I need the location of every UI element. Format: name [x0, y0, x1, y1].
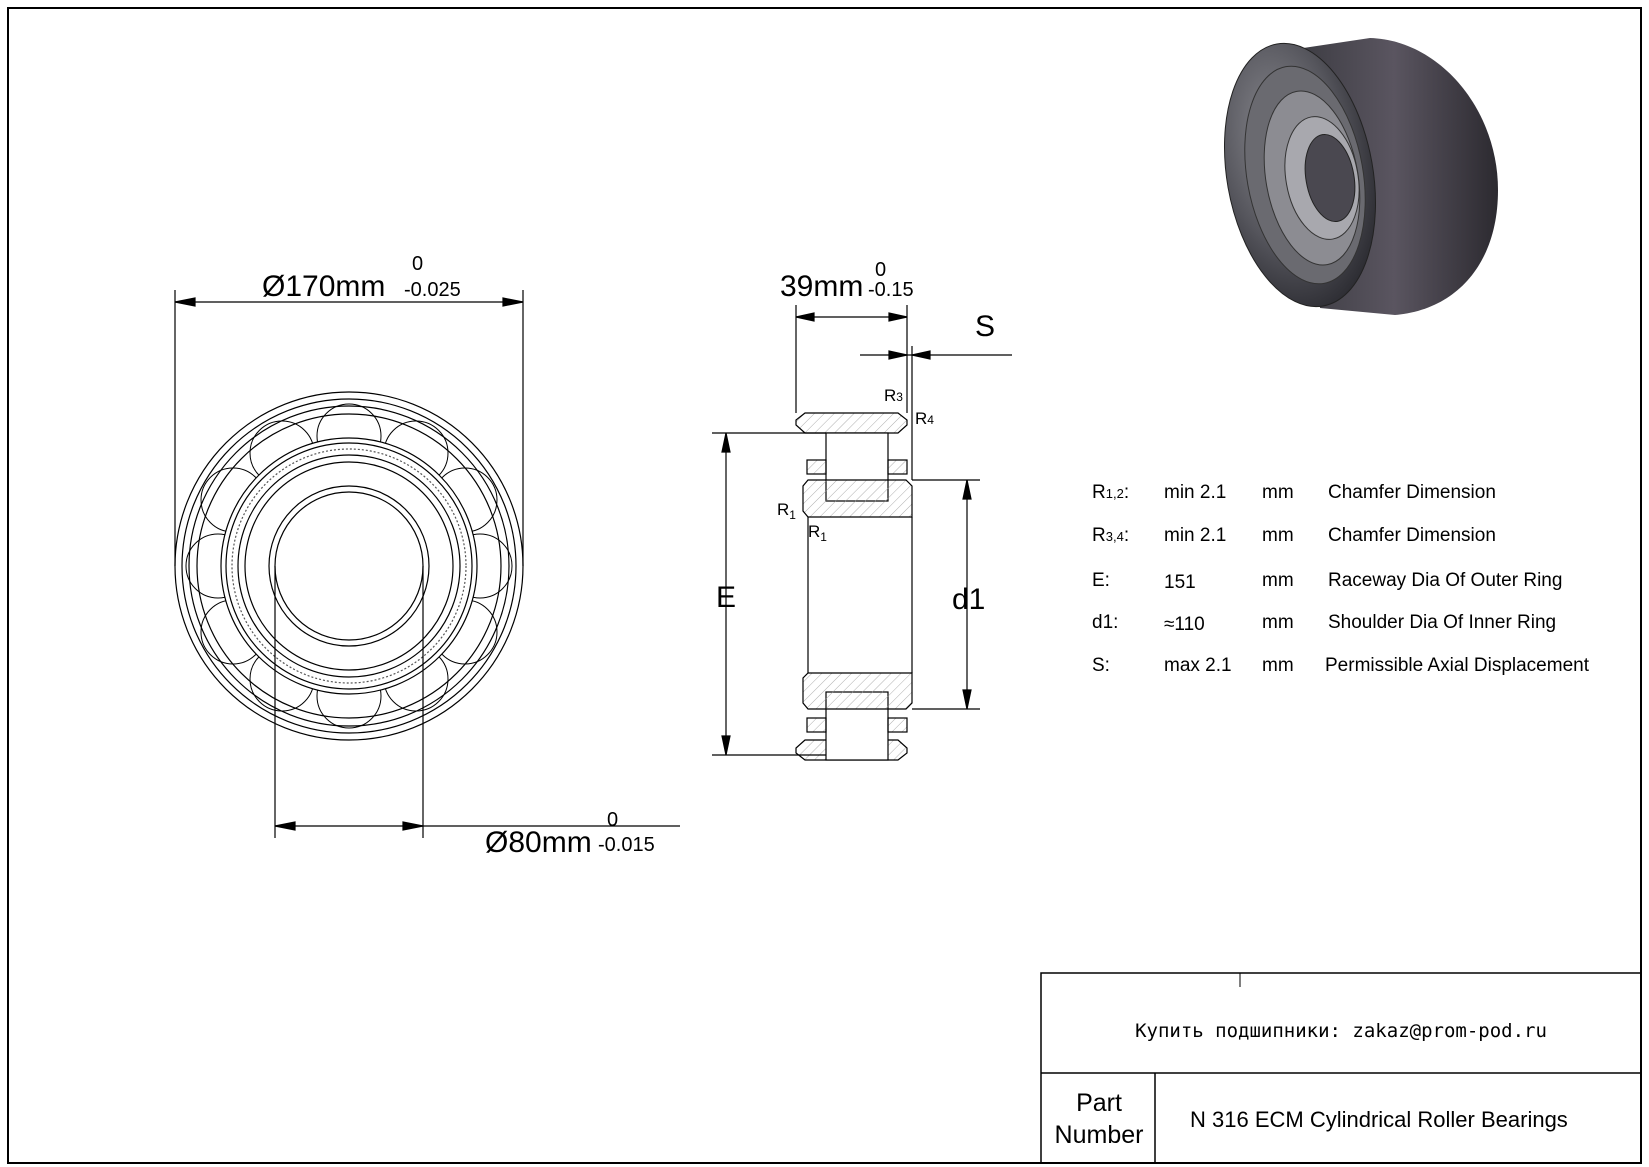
svg-text:Chamfer Dimension: Chamfer Dimension	[1328, 482, 1496, 503]
spec-row: S: max 2.1 mm Permissible Axial Displace…	[1092, 655, 1590, 676]
section-view	[795, 412, 913, 761]
svg-text:min 2.1: min 2.1	[1164, 525, 1226, 546]
width-dimension	[795, 305, 908, 413]
svg-text:mm: mm	[1262, 570, 1294, 591]
s-dimension	[860, 346, 1012, 480]
inner-diameter-value: Ø80mm	[485, 826, 592, 859]
d1-label: d1	[952, 583, 985, 616]
r3-label: R3	[884, 386, 903, 405]
svg-text:E:: E:	[1092, 570, 1110, 591]
spec-row: E: 151 mm Raceway Dia Of Outer Ring	[1092, 570, 1562, 593]
contact-text: Купить подшипники: zakaz@prom-pod.ru	[1135, 1020, 1547, 1042]
svg-text:S:: S:	[1092, 655, 1110, 676]
svg-text:151: 151	[1164, 572, 1196, 593]
part-label-line2: Number	[1055, 1121, 1144, 1149]
title-block	[1040, 972, 1642, 1164]
svg-text:Raceway Dia Of Outer Ring: Raceway Dia Of Outer Ring	[1328, 570, 1562, 591]
svg-text:d1:: d1:	[1092, 612, 1118, 633]
svg-text:min 2.1: min 2.1	[1164, 482, 1226, 503]
svg-text:Chamfer Dimension: Chamfer Dimension	[1328, 525, 1496, 546]
svg-text:R3,4:: R3,4:	[1092, 525, 1129, 546]
spec-row: R1,2: min 2.1 mm Chamfer Dimension	[1092, 482, 1496, 503]
d1-dimension	[912, 479, 980, 710]
width-lower-tol: -0.15	[868, 279, 914, 301]
outer-diameter-lower-tol: -0.025	[404, 279, 461, 301]
r1-label-a: R1	[777, 500, 796, 522]
svg-text:mm: mm	[1262, 482, 1294, 503]
svg-text:mm: mm	[1262, 655, 1294, 676]
width-value: 39mm	[780, 270, 863, 303]
inner-diameter-upper-tol: 0	[607, 809, 618, 831]
svg-text:≈110: ≈110	[1164, 614, 1205, 635]
outer-diameter-dimension	[174, 290, 524, 566]
e-label: E	[716, 581, 736, 614]
drawing-border	[7, 7, 1642, 1164]
svg-text:mm: mm	[1262, 612, 1294, 633]
outer-diameter-upper-tol: 0	[412, 253, 423, 275]
bearing-3d-illustration	[1223, 38, 1498, 315]
svg-text:R1,2:: R1,2:	[1092, 482, 1129, 503]
outer-diameter-value: Ø170mm	[262, 270, 385, 303]
spec-row: R3,4: min 2.1 mm Chamfer Dimension	[1092, 525, 1496, 546]
inner-diameter-dimension	[274, 566, 680, 838]
svg-text:Permissible Axial Displacement: Permissible Axial Displacement	[1325, 655, 1590, 676]
r4-label: R4	[915, 409, 934, 428]
front-view	[174, 391, 524, 741]
svg-text:mm: mm	[1262, 525, 1294, 546]
e-dimension	[712, 432, 826, 756]
part-number-value: N 316 ECM Cylindrical Roller Bearings	[1190, 1107, 1568, 1132]
svg-text:Shoulder Dia Of Inner Ring: Shoulder Dia Of Inner Ring	[1328, 612, 1556, 633]
spec-row: d1: ≈110 mm Shoulder Dia Of Inner Ring	[1092, 612, 1556, 635]
svg-text:max 2.1: max 2.1	[1164, 655, 1232, 676]
s-label: S	[975, 310, 995, 343]
spec-table: R1,2: min 2.1 mm Chamfer Dimension R3,4:…	[1092, 482, 1590, 676]
r1-label-b: R1	[808, 522, 827, 544]
width-upper-tol: 0	[875, 259, 886, 281]
inner-diameter-lower-tol: -0.015	[598, 834, 655, 856]
part-label-line1: Part	[1076, 1089, 1122, 1117]
